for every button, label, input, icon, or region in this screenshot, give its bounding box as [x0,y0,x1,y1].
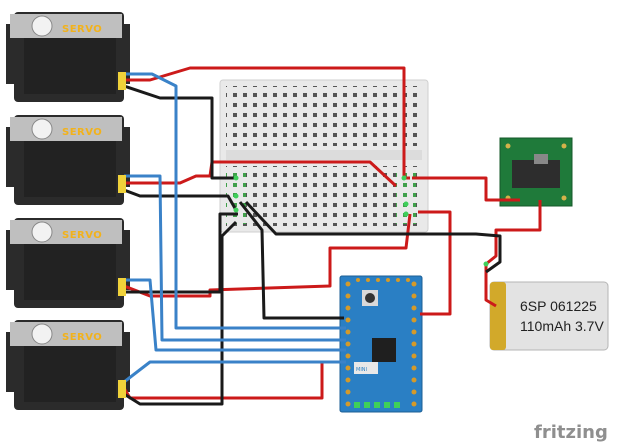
wire-black-servo3 [124,212,238,294]
arduino-pro-mini: MINI [339,275,423,413]
wire-black-servo1 [123,84,236,180]
wire-black-to-board [238,201,344,320]
board-label: MINI [356,367,367,373]
wire-blue-servo3 [124,278,346,352]
servo-horn-icon [31,118,53,140]
microcontroller-chip [372,338,396,362]
breadboard [219,79,429,233]
wire-red-battery [484,200,542,308]
board-pins-right [411,281,417,407]
board-pins-bottom [354,402,400,408]
servo-1: SERVO [6,12,130,102]
board-pins-left [345,281,351,407]
wire-black-servo4 [123,220,238,406]
brand-name: fritzing [534,422,608,443]
wire-blue-servo4 [123,360,346,384]
breadboard-bottom-holes [226,166,422,226]
wire-red-servo2 [124,160,398,188]
battery-label-line1: 6SP 061225 [520,298,597,314]
connection-dots [233,175,489,267]
battery-label-line2: 110mAh 3.7V [520,318,604,334]
servo-horn-icon [31,323,53,345]
power-switch-board [499,137,573,207]
wire-red-servo4 [122,360,346,400]
wires-black [123,84,502,406]
servo-horn-icon [31,15,53,37]
slide-switch [512,160,560,188]
lipo-battery: 6SP 061225 110mAh 3.7V [489,281,609,351]
servo-3: SERVO [6,218,130,308]
wire-blue-servo2 [124,174,346,342]
board-pins-top [356,278,410,282]
wire-black-servo2 [123,188,238,211]
wire-red-to-board [418,210,452,316]
servo-4: SERVO [6,320,130,410]
servo-horn-icon [31,221,53,243]
servo-label: SERVO [62,127,102,138]
servo-label: SERVO [62,230,102,241]
breadboard-top-holes [226,86,422,146]
breadboard-active-column-right [396,170,416,224]
breadboard-center-channel [226,150,422,160]
wire-red-switch-in [412,176,520,202]
servo-label: SERVO [62,24,102,35]
servo-connectors [118,72,126,398]
servo-2: SERVO [6,115,130,205]
wire-blue-servo1 [124,72,346,330]
wire-black-to-battery [244,200,502,274]
wires-blue [123,72,346,384]
servo-label: SERVO [62,332,102,343]
fritzing-logo: fritzing [534,422,608,443]
